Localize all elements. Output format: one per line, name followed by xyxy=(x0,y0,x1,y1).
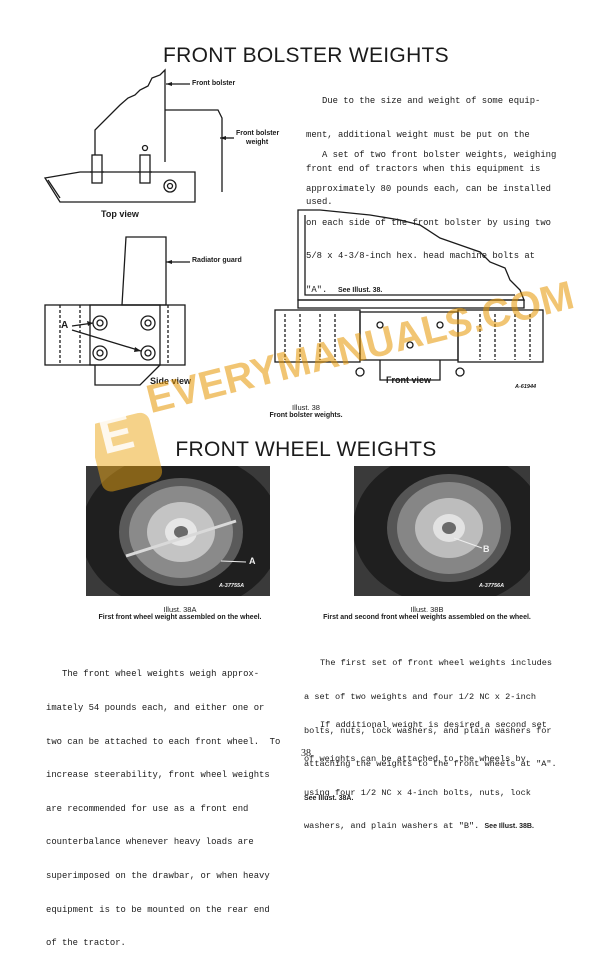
label-radiator-guard: Radiator guard xyxy=(192,257,242,264)
text-line: The front wheel weights weigh approx- xyxy=(62,669,260,680)
text-line: increase steerability, front wheel weigh… xyxy=(46,770,270,781)
text-line: Due to the size and weight of some equip… xyxy=(322,96,541,107)
caption-number: Illust. 38 xyxy=(292,403,320,412)
label-part-number: A-61944 xyxy=(515,384,537,390)
text-line: used. xyxy=(306,197,333,208)
label-top-view: Top view xyxy=(101,209,139,219)
photo-wheel-weight-b: B A-37756A xyxy=(354,466,530,596)
wheel-photo-b-image xyxy=(354,466,530,596)
text-line: attaching the weights to the front wheel… xyxy=(304,759,557,770)
wheel-paragraph-right-2: If additional weight is desired a second… xyxy=(304,698,547,855)
text-line: superimposed on the drawbar, or when hea… xyxy=(46,871,270,882)
caption-description: First and second front wheel weights ass… xyxy=(323,614,531,621)
label-front-view: Front view xyxy=(386,375,432,385)
label-front-bolster-weight-line2: weight xyxy=(246,139,269,146)
caption-description: Front bolster weights. xyxy=(269,412,343,419)
text-line: two can be attached to each front wheel.… xyxy=(46,736,281,747)
text-line: ment, additional weight must be put on t… xyxy=(306,130,530,141)
text-line: equipment is to be mounted on the rear e… xyxy=(46,904,270,915)
page-title: FRONT BOLSTER WEIGHTS xyxy=(163,44,449,67)
text-line: washers, and plain washers at "B". See I… xyxy=(304,821,547,832)
caption-number: Illust. 38B xyxy=(410,605,444,614)
photo-wheel-weight-a: A A-37755A xyxy=(86,466,270,596)
text-line: of the tractor. xyxy=(46,938,126,949)
text-fragment: washers, and plain washers at "B". xyxy=(304,821,480,832)
text-line: "A". See Illust. 38. xyxy=(306,285,556,296)
label-front-bolster: Front bolster xyxy=(192,80,236,87)
label-front-bolster-weight-line1: Front bolster xyxy=(236,130,280,137)
bolster-diagram-top-view xyxy=(43,68,234,203)
text-line: a set of two weights and four 1/2 NC x 2… xyxy=(304,692,537,703)
text-line: using four 1/2 NC x 4-inch bolts, nuts, … xyxy=(304,787,531,798)
wheel-photo-a-image xyxy=(86,466,270,596)
photo-b-part-number: A-37756A xyxy=(479,583,505,589)
text-line: on each side of the front bolster by usi… xyxy=(306,217,551,228)
illust-ref: See Illust. 38B. xyxy=(484,823,534,831)
illust38a-caption: Illust. 38A First front wheel weight ass… xyxy=(60,605,300,621)
label-side-view: Side view xyxy=(150,376,192,386)
illust38-caption: Illust. 38 Front bolster weights. xyxy=(206,403,406,419)
bolster-diagram-front-view xyxy=(274,209,544,381)
bolster-paragraph-1: Due to the size and weight of some equip… xyxy=(306,74,540,231)
text-line: are recommended for use as a front end xyxy=(46,803,249,814)
text-line: bolts, nuts, lock washers, and plain was… xyxy=(304,725,552,736)
caption-number: Illust. 38A xyxy=(163,605,197,614)
photo-a-marker: A xyxy=(249,556,256,566)
text-fragment: "A". xyxy=(306,284,328,295)
bolster-diagram-side-view xyxy=(44,236,190,386)
page-number: 38 xyxy=(301,748,311,759)
photo-b-marker: B xyxy=(483,544,490,554)
illust-ref: See Illust. 38. xyxy=(337,286,383,294)
text-line: counterbalance whenever heavy loads are xyxy=(46,837,254,848)
photo-a-part-number: A-37755A xyxy=(219,583,245,589)
text-line: If additional weight is desired a second… xyxy=(320,720,547,731)
text-line: 5/8 x 4-3/8-inch hex. head machine bolts… xyxy=(306,251,536,262)
bolster-paragraph-2: A set of two front bolster weights, weig… xyxy=(306,128,556,318)
illust38b-caption: Illust. 38B First and second front wheel… xyxy=(302,605,552,621)
wheel-paragraph-left: The front wheel weights weigh approx- im… xyxy=(46,647,280,972)
manual-page: FRONT BOLSTER WEIGHTS Front bolster Fron xyxy=(43,44,578,948)
text-line: A set of two front bolster weights, weig… xyxy=(322,150,557,161)
text-line: front end of tractors when this equipmen… xyxy=(306,163,541,174)
text-line: approximately 80 pounds each, can be ins… xyxy=(306,184,551,195)
label-marker-a: A xyxy=(61,320,69,331)
text-line: The first set of front wheel weights inc… xyxy=(320,658,553,669)
text-line: of weights can be attached to the wheels… xyxy=(304,754,526,765)
text-line: imately 54 pounds each, and either one o… xyxy=(46,703,265,714)
section-title-wheel-weights: FRONT WHEEL WEIGHTS xyxy=(175,438,437,461)
caption-description: First front wheel weight assembled on th… xyxy=(98,614,262,621)
